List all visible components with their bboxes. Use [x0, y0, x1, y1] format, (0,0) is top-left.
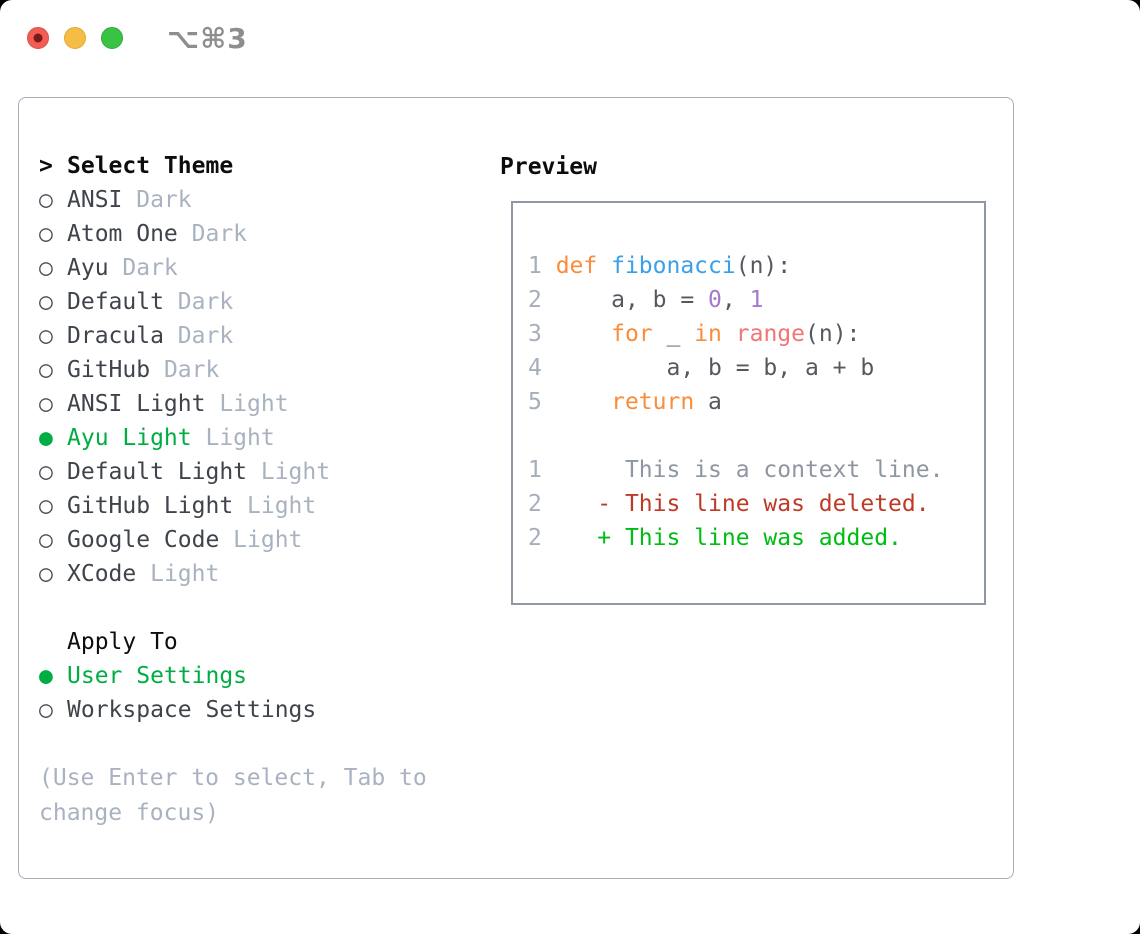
variant-tag: Dark [163, 357, 220, 383]
radio-unselected-icon: ○ [39, 493, 53, 519]
option-label: Dracula [67, 323, 164, 349]
option-label: Workspace Settings [67, 697, 317, 723]
option-label: ANSI [67, 187, 123, 213]
variant-tag: Light [247, 493, 317, 519]
apply-option-user-settings[interactable]: ● User Settings [39, 659, 330, 693]
prompt-caret-icon: > [39, 153, 53, 179]
radio-unselected-icon: ○ [39, 255, 53, 281]
select-theme-title: Select Theme [67, 153, 234, 179]
code-line: 4 a, b = b, a + b [528, 355, 875, 381]
variant-tag: Light [233, 527, 303, 553]
radio-unselected-icon: ○ [39, 221, 53, 247]
theme-option-ansi-light[interactable]: ○ ANSI Light Light [39, 387, 330, 421]
theme-option-dracula[interactable]: ○ Dracula Dark [39, 319, 330, 353]
option-label: XCode [67, 561, 137, 587]
option-label: GitHub Light [67, 493, 234, 519]
close-button-dot-icon [33, 33, 43, 43]
list-spacer [39, 591, 330, 625]
select-theme-header: > Select Theme [39, 149, 330, 183]
theme-option-xcode[interactable]: ○ XCode Light [39, 557, 330, 591]
option-label: ANSI Light [67, 391, 206, 417]
apply-option-workspace-settings[interactable]: ○ Workspace Settings [39, 693, 330, 727]
option-label: Google Code [67, 527, 220, 553]
variant-tag: Light [219, 391, 289, 417]
variant-tag: Dark [177, 289, 234, 315]
theme-option-ayu[interactable]: ○ Ayu Dark [39, 251, 330, 285]
preview-title: Preview [500, 154, 597, 180]
option-label: Default [67, 289, 164, 315]
code-preview: 1 def fibonacci(n): 2 a, b = 0, 1 3 for _ … [513, 203, 984, 555]
window-shortcut-label: ⌥⌘3 [167, 22, 248, 55]
radio-unselected-icon: ○ [39, 527, 53, 553]
option-label: Ayu [67, 255, 109, 281]
radio-unselected-icon: ○ [39, 561, 53, 587]
option-label: GitHub [67, 357, 151, 383]
radio-unselected-icon: ○ [39, 323, 53, 349]
theme-option-atom-one[interactable]: ○ Atom One Dark [39, 217, 330, 251]
close-button[interactable] [27, 27, 49, 49]
theme-option-ansi[interactable]: ○ ANSI Dark [39, 183, 330, 217]
option-label: Ayu Light [67, 425, 192, 451]
variant-tag: Light [150, 561, 220, 587]
code-line: 5 return a [528, 389, 722, 415]
theme-option-default-light[interactable]: ○ Default Light Light [39, 455, 330, 489]
radio-unselected-icon: ○ [39, 357, 53, 383]
apply-to-title: Apply To [67, 629, 178, 655]
code-line: 3 for _ in range(n): [528, 321, 861, 347]
radio-selected-icon: ● [39, 663, 53, 689]
option-label: User Settings [67, 663, 248, 689]
code-line [528, 419, 984, 453]
variant-tag: Dark [136, 187, 192, 213]
code-line: 1 def fibonacci(n): [528, 253, 792, 279]
radio-unselected-icon: ○ [39, 289, 53, 315]
radio-unselected-icon: ○ [39, 391, 53, 417]
variant-tag: Dark [177, 323, 234, 349]
variant-tag: Dark [122, 255, 178, 281]
apply-to-header: Apply To [39, 625, 330, 659]
option-label: Atom One [67, 221, 178, 247]
radio-selected-icon: ● [39, 425, 53, 451]
radio-unselected-icon: ○ [39, 697, 53, 723]
preview-box: 1 def fibonacci(n): 2 a, b = 0, 1 3 for _ … [511, 201, 986, 605]
zoom-button[interactable] [101, 27, 123, 49]
code-line: 2 + This line was added. [528, 525, 902, 551]
theme-option-ayu-light[interactable]: ● Ayu Light Light [39, 421, 330, 455]
variant-tag: Dark [191, 221, 248, 247]
theme-option-github-light[interactable]: ○ GitHub Light Light [39, 489, 330, 523]
code-line: 1 This is a context line. [528, 457, 944, 483]
help-text: (Use Enter to select, Tab to change focu… [39, 765, 427, 826]
radio-unselected-icon: ○ [39, 187, 53, 213]
radio-unselected-icon: ○ [39, 459, 53, 485]
minimize-button[interactable] [64, 27, 86, 49]
theme-option-default[interactable]: ○ Default Dark [39, 285, 330, 319]
code-line: 2 - This line was deleted. [528, 491, 930, 517]
variant-tag: Light [260, 459, 331, 485]
theme-option-google-code[interactable]: ○ Google Code Light [39, 523, 330, 557]
option-label: Default Light [67, 459, 248, 485]
variant-tag: Light [205, 425, 275, 451]
code-line: 2 a, b = 0, 1 [528, 287, 764, 313]
theme-option-github[interactable]: ○ GitHub Dark [39, 353, 330, 387]
